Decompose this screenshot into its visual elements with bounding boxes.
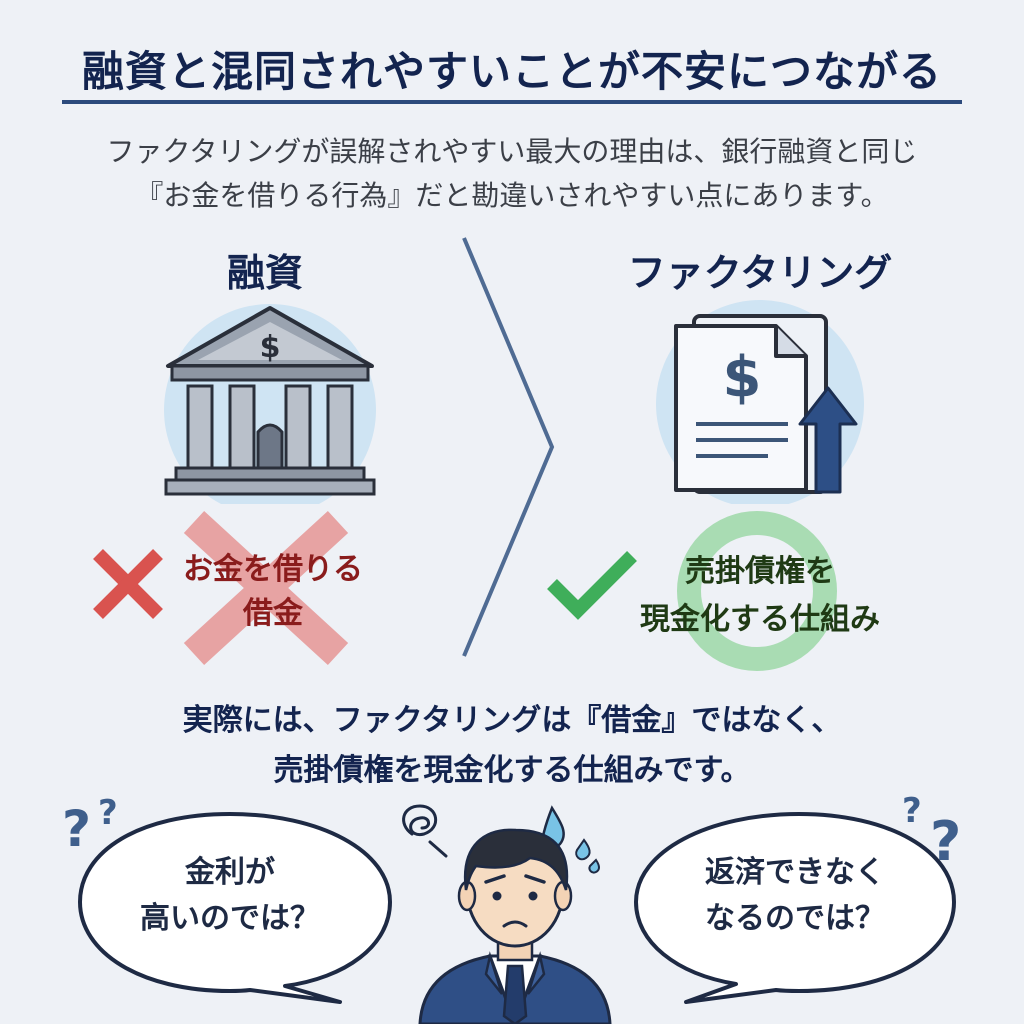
loan-label-line-2: 借金: [243, 596, 303, 631]
bank-icon: $: [164, 304, 376, 504]
conclusion-line-2: 売掛債権を現金化する仕組みです。: [273, 753, 751, 788]
loan-heading: 融資: [226, 251, 303, 295]
svg-text:?: ?: [98, 793, 118, 833]
loan-misconception-label: お金を借りる 借金: [158, 548, 388, 636]
factoring-heading: ファクタリング: [627, 251, 893, 295]
bubble-right-line-2: なるのでは？: [705, 901, 885, 936]
speech-bubble-right: [634, 812, 956, 1004]
title-underline: [62, 100, 962, 104]
invoice-document-icon: $: [656, 300, 864, 504]
loan-label-line-1: お金を借りる: [183, 552, 363, 587]
bubble-left-text: 金利が 高いのでは？: [110, 850, 350, 942]
worried-businessman-illustration: [402, 804, 612, 1024]
intro-line-1: ファクタリングが誤解されやすい最大の理由は、銀行融資と同じ: [106, 135, 918, 168]
bubble-right-text: 返済できなく なるのでは？: [660, 850, 930, 942]
conclusion-line-1: 実際には、ファクタリングは『借金』ではなく、: [182, 703, 842, 738]
svg-text:?: ?: [62, 800, 91, 858]
bubble-left-line-1: 金利が: [185, 855, 275, 890]
big-circle-mark: [677, 511, 837, 671]
factoring-label-line-1: 売掛債権を: [685, 554, 835, 589]
factoring-definition-label: 売掛債権を 現金化する仕組み: [590, 548, 930, 644]
check-icon: [547, 551, 637, 620]
intro-line-2: 『お金を借りる行為』だと勘違いされやすい点にあります。: [135, 179, 889, 212]
svg-text:?: ?: [902, 791, 922, 831]
question-marks-left-icon: ? ?: [62, 793, 118, 858]
comparison-divider-chevron: [462, 237, 555, 657]
bubble-left-line-2: 高いのでは？: [140, 901, 320, 936]
svg-text:$: $: [260, 330, 281, 365]
page-title: 融資と混同されやすいことが不安につながる: [81, 47, 942, 96]
bubble-right-line-1: 返済できなく: [705, 855, 885, 890]
factoring-label-line-2: 現金化する仕組み: [640, 602, 880, 637]
svg-text:$: $: [723, 345, 762, 410]
big-cross-mark: [183, 510, 349, 666]
conclusion-text: 実際には、ファクタリングは『借金』ではなく、 売掛債権を現金化する仕組みです。: [60, 696, 964, 796]
cross-icon: [93, 549, 163, 619]
speech-bubble-left: [78, 812, 392, 1004]
intro-text: ファクタリングが誤解されやすい最大の理由は、銀行融資と同じ 『お金を借りる行為』…: [60, 130, 964, 218]
